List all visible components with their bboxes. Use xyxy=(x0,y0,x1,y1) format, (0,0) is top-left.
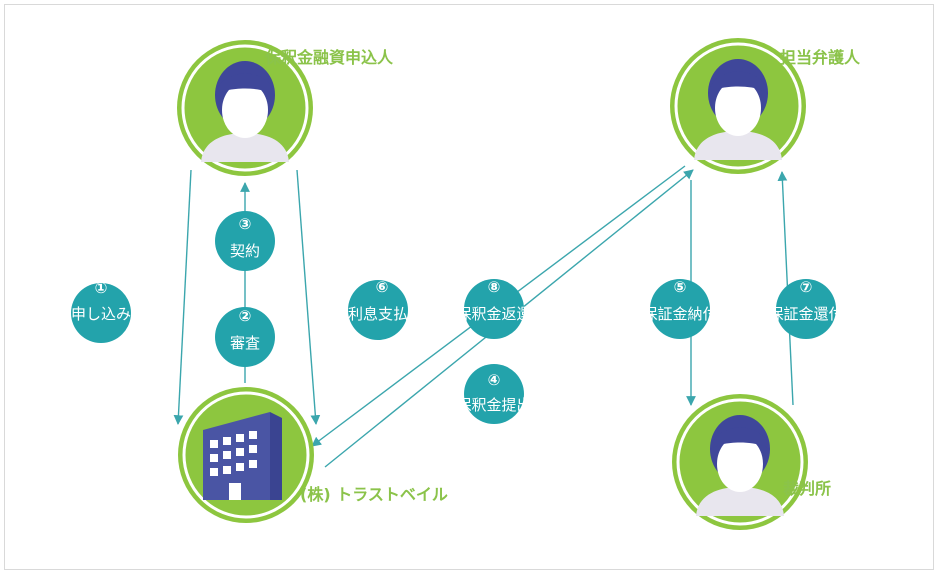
step-2: ② 審査 xyxy=(215,307,275,367)
step-5: ⑤ 保証金納付 xyxy=(642,278,718,339)
step-3: ③ 契約 xyxy=(215,211,275,271)
node-company: (株) トラストベイル xyxy=(178,387,448,523)
step-7: ⑦ 保証金還付 xyxy=(768,278,844,339)
person-icon xyxy=(694,59,782,160)
step-3-label: 契約 xyxy=(230,242,260,260)
person-icon xyxy=(696,415,784,516)
applicant-inner-ring xyxy=(181,44,309,172)
lawyer-label: 担当弁護人 xyxy=(780,48,861,67)
step-5-badge xyxy=(650,279,710,339)
step-3-number: ③ xyxy=(239,215,252,233)
step-1-number: ① xyxy=(95,279,108,297)
step-4-badge xyxy=(464,364,524,424)
node-applicant: 保釈金融資申込人 xyxy=(177,40,394,176)
step-7-badge xyxy=(776,279,836,339)
step-2-badge xyxy=(215,307,275,367)
step-4-number: ④ xyxy=(488,371,501,389)
court-label: 裁判所 xyxy=(783,479,831,498)
court-inner-ring xyxy=(676,398,804,526)
step-1-label: 申し込み xyxy=(71,305,131,323)
company-label: (株) トラストベイル xyxy=(300,485,448,504)
step-2-label: 審査 xyxy=(230,334,260,352)
person-icon xyxy=(201,61,289,162)
arrow-applicant-to-company-interest xyxy=(296,169,321,425)
step-8: ⑧ 保釈金返還 xyxy=(456,278,532,339)
step-6: ⑥ 利息支払 xyxy=(348,278,408,340)
step-1: ① 申し込み xyxy=(71,279,131,343)
building-icon xyxy=(203,412,282,500)
step-5-number: ⑤ xyxy=(674,278,687,296)
step-4-label: 保釈金提出 xyxy=(456,396,531,414)
step-8-badge xyxy=(464,279,524,339)
step-7-label: 保証金還付 xyxy=(768,305,843,323)
step-6-number: ⑥ xyxy=(376,278,389,296)
step-3-badge xyxy=(215,211,275,271)
company-inner-ring xyxy=(182,391,310,519)
step-6-badge xyxy=(348,280,408,340)
step-2-number: ② xyxy=(239,307,252,325)
step-7-number: ⑦ xyxy=(800,278,813,296)
node-lawyer: 担当弁護人 xyxy=(670,38,861,174)
step-6-label: 利息支払 xyxy=(348,305,408,323)
arrow-applicant-to-company xyxy=(173,169,192,425)
step-4: ④ 保釈金提出 xyxy=(456,364,532,424)
diagram-frame xyxy=(4,4,934,570)
step-5-label: 保証金納付 xyxy=(642,305,717,323)
lawyer-inner-ring xyxy=(674,42,802,170)
applicant-label: 保釈金融資申込人 xyxy=(264,48,394,67)
node-court: 裁判所 xyxy=(672,394,831,530)
step-8-number: ⑧ xyxy=(488,278,501,296)
step-8-label: 保釈金返還 xyxy=(456,305,531,323)
step-1-badge xyxy=(71,283,131,343)
